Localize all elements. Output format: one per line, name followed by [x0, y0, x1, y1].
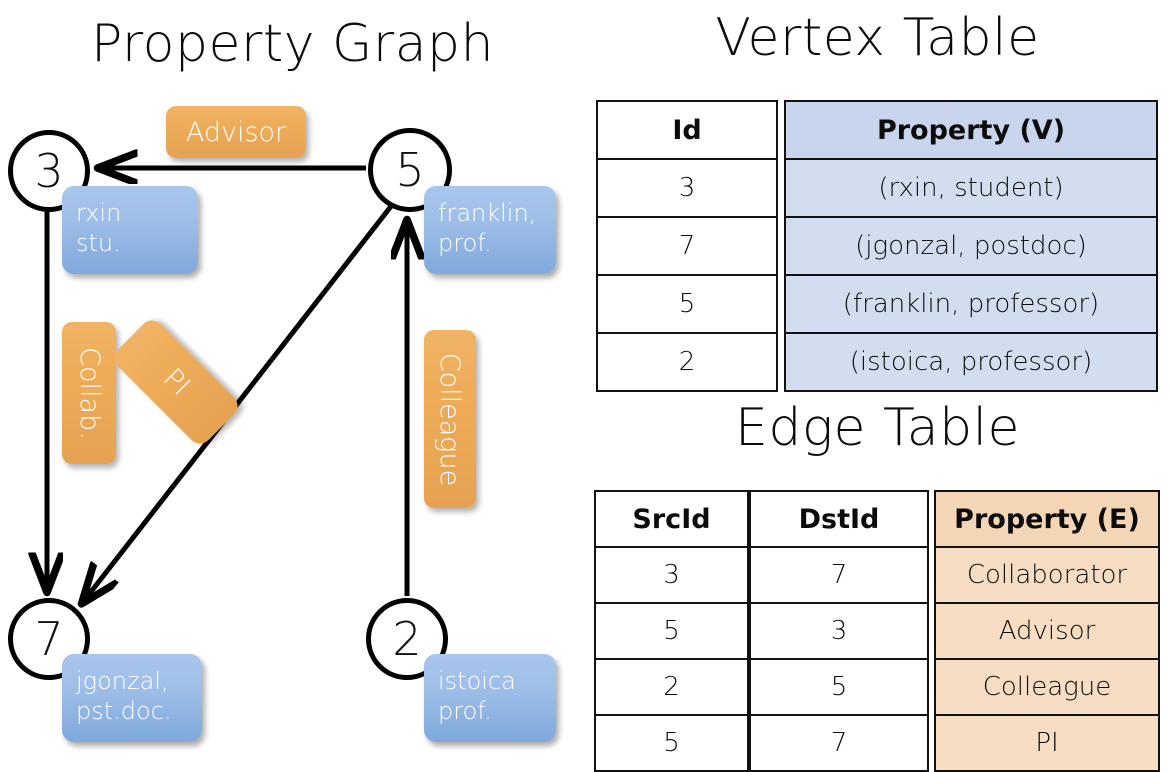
edge-table-cell-srcid: 2 [594, 658, 749, 716]
table-row: 5 [594, 602, 749, 660]
edge-label-pi: PI [109, 315, 243, 449]
edge-table-cell-property: Advisor [934, 602, 1160, 660]
table-row: 3 [594, 546, 749, 604]
edge-table-cell-dstid: 3 [749, 602, 929, 660]
edge-table-cell-dstid: 7 [749, 546, 929, 604]
table-row: (rxin, student) [784, 158, 1158, 218]
graph-node-7-id: 7 [34, 612, 64, 666]
table-row: 3 [596, 158, 778, 218]
vertex-table-cell-property: (istoica, professor) [784, 332, 1158, 392]
edge-table-cell-dstid: 7 [749, 714, 929, 772]
table-row: (istoica, professor) [784, 332, 1158, 392]
table-row: 7 [749, 714, 929, 772]
table-header-row: Property (E) [934, 490, 1160, 548]
vertex-table-cell-id: 3 [596, 158, 778, 218]
graph-node-2-id: 2 [392, 612, 422, 666]
vertex-table-cell-id: 2 [596, 332, 778, 392]
vertex-table-cell-property: (jgonzal, postdoc) [784, 216, 1158, 276]
table-row: Collaborator [934, 546, 1160, 604]
graph-node-3-id: 3 [34, 144, 64, 198]
vertex-table-property-column: Property (V) (rxin, student) (jgonzal, p… [784, 100, 1158, 392]
edge-table-cell-property: Collaborator [934, 546, 1160, 604]
table-row: 5 [596, 274, 778, 334]
table-row: 5 [749, 658, 929, 716]
graph-node-7-property: jgonzal, pst.doc. [62, 654, 202, 742]
table-row: 7 [596, 216, 778, 276]
edge-label-advisor-text: Advisor [185, 116, 287, 148]
edge-table-cell-srcid: 5 [594, 714, 749, 772]
table-header-row: Id [596, 100, 778, 160]
table-row: 5 [594, 714, 749, 772]
graph-node-2-property: istoica prof. [424, 654, 556, 742]
graph-node-3-property: rxin stu. [62, 186, 198, 274]
edge-table-cell-srcid: 3 [594, 546, 749, 604]
edge-table-header-property: Property (E) [934, 490, 1160, 548]
edge-table-cell-dstid: 5 [749, 658, 929, 716]
edge-table-srcid-column: SrcId 3 5 2 5 [594, 490, 749, 772]
vertex-table-id-column: Id 3 7 5 2 [596, 100, 778, 392]
table-row: 2 [596, 332, 778, 392]
vertex-table-cell-id: 7 [596, 216, 778, 276]
vertex-table-cell-property: (rxin, student) [784, 158, 1158, 218]
vertex-table-cell-id: 5 [596, 274, 778, 334]
edge-table-header-srcid: SrcId [594, 490, 749, 548]
page-title-vertex-table: Vertex Table [715, 8, 1040, 68]
vertex-table-header-id: Id [596, 100, 778, 160]
table-row: (franklin, professor) [784, 274, 1158, 334]
graph-node-5: 5 [368, 128, 452, 212]
tables-panel: Vertex Table Id 3 7 5 2 Property (V) (rx… [585, 0, 1170, 772]
table-row: Colleague [934, 658, 1160, 716]
edge-table-cell-property: PI [934, 714, 1160, 772]
table-header-row: SrcId [594, 490, 749, 548]
edge-label-colleague: Colleague [424, 330, 476, 508]
table-header-row: DstId [749, 490, 929, 548]
table-row: PI [934, 714, 1160, 772]
edge-table-dstid-column: DstId 7 3 5 7 [749, 490, 929, 772]
edge-label-collab-text: Collab. [73, 346, 105, 440]
edge-table-cell-srcid: 5 [594, 602, 749, 660]
vertex-table-cell-property: (franklin, professor) [784, 274, 1158, 334]
edge-label-collab: Collab. [62, 322, 116, 464]
edge-label-colleague-text: Colleague [434, 352, 466, 486]
table-header-row: Property (V) [784, 100, 1158, 160]
table-row: 7 [749, 546, 929, 604]
edge-table-header-dstid: DstId [749, 490, 929, 548]
graph-node-5-property: franklin, prof. [424, 186, 556, 274]
table-row: 2 [594, 658, 749, 716]
graph-node-3: 3 [8, 130, 90, 212]
page-title-edge-table: Edge Table [734, 398, 1021, 458]
table-row: (jgonzal, postdoc) [784, 216, 1158, 276]
vertex-table-header-property: Property (V) [784, 100, 1158, 160]
edge-table-cell-property: Colleague [934, 658, 1160, 716]
graph-node-5-id: 5 [395, 143, 425, 197]
page-title-property-graph: Property Graph [90, 14, 495, 74]
edge-label-pi-text: PI [156, 362, 196, 402]
table-row: 3 [749, 602, 929, 660]
property-graph-panel: Property Graph Advisor Collab. PI Collea… [0, 0, 585, 760]
table-row: Advisor [934, 602, 1160, 660]
edge-table-property-column: Property (E) Collaborator Advisor Collea… [934, 490, 1160, 772]
edge-label-advisor: Advisor [166, 106, 306, 158]
